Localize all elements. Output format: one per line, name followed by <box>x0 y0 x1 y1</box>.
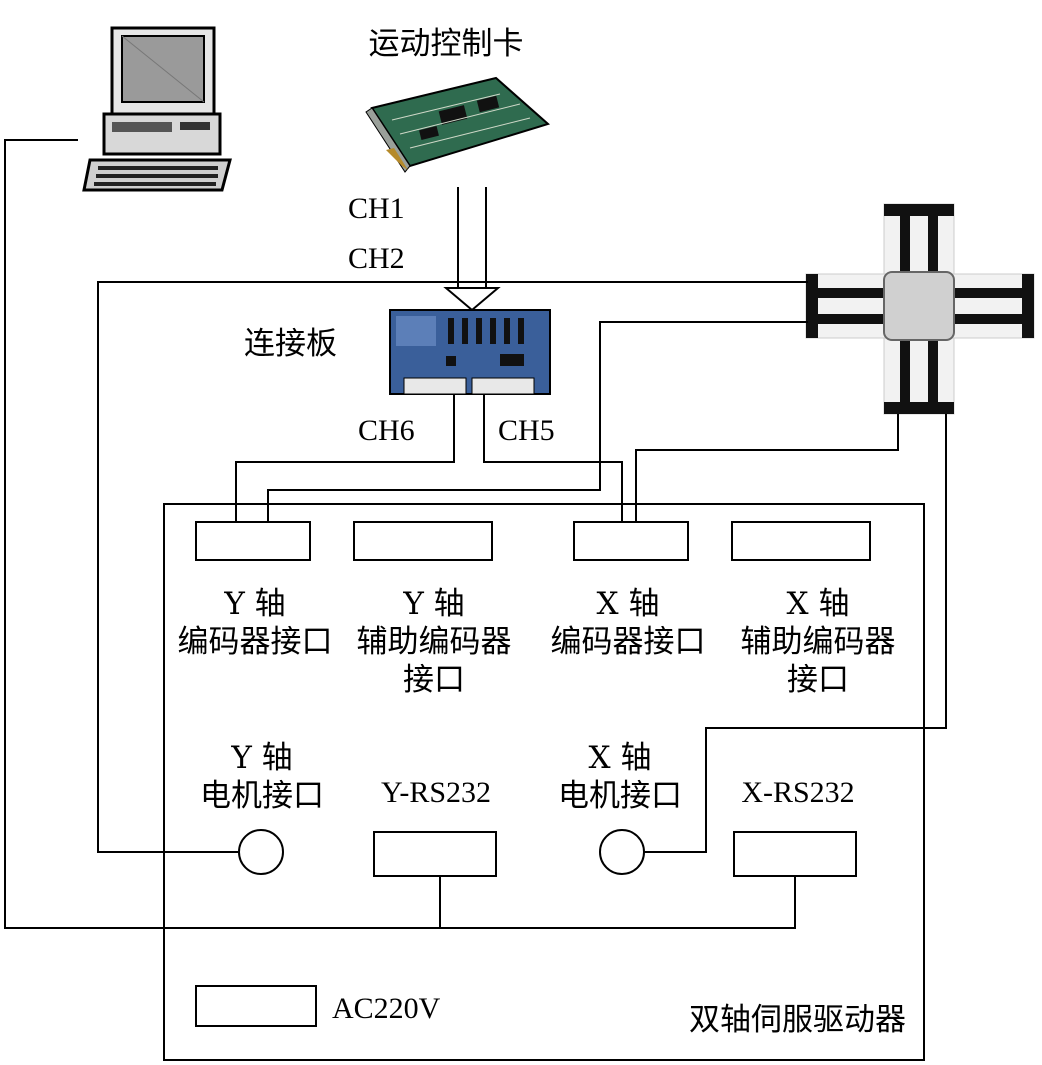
x-enc-line1: X 轴 <box>597 586 660 622</box>
computer-icon <box>82 26 232 192</box>
x-aux-line3: 接口 <box>787 662 849 698</box>
y-motor-port <box>238 829 284 875</box>
y-motor-line1: Y 轴 <box>230 740 292 776</box>
y-enc-line2: 编码器接口 <box>178 624 333 660</box>
y-motor-label: Y 轴 电机接口 <box>200 740 324 814</box>
motion-card-title: 运动控制卡 <box>369 26 524 62</box>
xy-stage-image <box>805 203 1035 415</box>
y-enc-line1: Y 轴 <box>223 586 285 622</box>
y-rs232-label: Y-RS232 <box>381 776 491 809</box>
y-encoder-label: Y 轴 编码器接口 <box>178 586 333 660</box>
x-motor-label: X 轴 电机接口 <box>558 740 682 814</box>
x-rs232-port <box>733 831 857 877</box>
ch-bus-arrow <box>443 187 501 312</box>
x-motor-port <box>599 829 645 875</box>
connector-board-image <box>389 309 551 395</box>
x-enc-line2: 编码器接口 <box>551 624 706 660</box>
connector-board-label: 连接板 <box>244 326 337 362</box>
ch2-label: CH2 <box>348 242 405 275</box>
x-motor-line1: X 轴 <box>589 740 652 776</box>
y-aux-encoder-label: Y 轴 辅助编码器 接口 <box>357 586 512 698</box>
x-motor-line2: 电机接口 <box>558 778 682 814</box>
x-aux-encoder-port <box>731 521 871 561</box>
y-encoder-port <box>195 521 311 561</box>
x-encoder-label: X 轴 编码器接口 <box>551 586 706 660</box>
x-encoder-port <box>573 521 689 561</box>
y-aux-line1: Y 轴 <box>402 586 464 622</box>
x-aux-encoder-label: X 轴 辅助编码器 接口 <box>741 586 896 698</box>
x-rs232-label: X-RS232 <box>741 776 854 809</box>
servo-driver-box <box>163 503 925 1061</box>
motion-control-card-image <box>365 76 551 173</box>
y-aux-line2: 辅助编码器 <box>357 624 512 660</box>
ch5-label: CH5 <box>498 414 555 447</box>
y-aux-encoder-port <box>353 521 493 561</box>
servo-driver-label: 双轴伺服驱动器 <box>689 1002 906 1038</box>
y-aux-line3: 接口 <box>403 662 465 698</box>
ac220v-label: AC220V <box>332 992 441 1025</box>
wiring <box>4 139 947 929</box>
ac220v-port <box>195 985 317 1027</box>
ch1-label: CH1 <box>348 192 405 225</box>
y-rs232-port <box>373 831 497 877</box>
ch6-label: CH6 <box>358 414 415 447</box>
y-motor-line2: 电机接口 <box>200 778 324 814</box>
x-aux-line1: X 轴 <box>787 586 850 622</box>
x-aux-line2: 辅助编码器 <box>741 624 896 660</box>
